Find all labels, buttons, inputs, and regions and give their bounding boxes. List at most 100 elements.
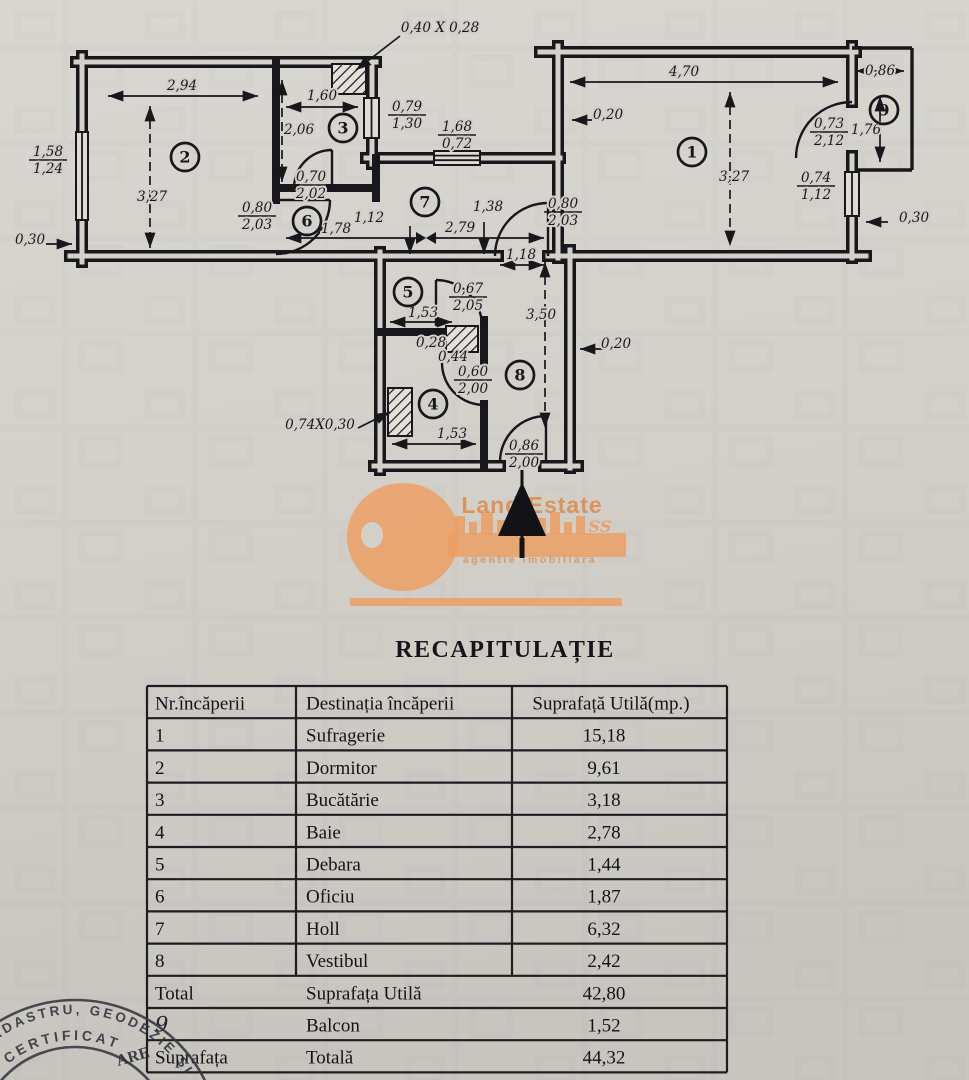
dimension-label: 4,70: [668, 64, 699, 80]
dimension-label: 0,20: [593, 107, 623, 123]
table-cell: Vestibul: [306, 951, 368, 972]
dimension-label: 0,20: [601, 336, 631, 352]
dimension-label: 1,60: [307, 88, 337, 104]
logo-monogram: SS: [589, 517, 612, 536]
dimension-label: 1,38: [473, 199, 503, 215]
dimension-label: 0,44: [438, 349, 468, 365]
opening-width-label: 0,74: [801, 170, 831, 186]
room-number: 4: [427, 395, 438, 414]
table-header-cell: Nr.încăperii: [155, 694, 245, 715]
logo-underline: [350, 598, 622, 606]
room-circle: [169, 141, 201, 173]
opening-height-label: 1,30: [392, 116, 422, 132]
dimension-label: 0,28: [416, 335, 446, 351]
table-header-cell: Destinația încăperii: [306, 694, 454, 715]
opening-height-label: 2,12: [813, 133, 844, 149]
balcony-walls: [852, 46, 914, 172]
room-number: 6: [301, 212, 312, 231]
room-circle: [868, 94, 900, 126]
table-cell: Totală: [306, 1048, 354, 1069]
room-number: 8: [514, 366, 525, 385]
table-cell: 3: [155, 790, 165, 811]
room-circle: [676, 136, 708, 168]
table-cell: Dormitor: [306, 758, 377, 779]
table-cell: Suprafața Utilă: [306, 983, 422, 1004]
opening-height-label: 1,24: [33, 161, 63, 177]
windows: [75, 97, 860, 221]
key-shaft: [448, 533, 626, 557]
key-bow: [347, 483, 459, 591]
dimension-label: 1,12: [354, 210, 384, 226]
opening-width-label: 0,70: [296, 169, 326, 185]
table-cell: Baie: [306, 822, 341, 843]
table-cell: Debara: [306, 855, 361, 876]
table-cell: 3,18: [587, 790, 620, 811]
room-number: 3: [337, 119, 348, 138]
opening-height-label: 2,03: [547, 213, 578, 229]
dimension-label: 3,27: [137, 189, 167, 205]
dimension-label: 1,78: [321, 221, 351, 237]
table-cell: 2: [155, 758, 165, 779]
table-cell: 9,61: [587, 758, 620, 779]
room-number: 9: [878, 101, 889, 120]
table-cell: 6: [155, 887, 165, 908]
recap-title: RECAPITULAȚIE: [395, 637, 615, 664]
dimension-label: 2,94: [166, 78, 197, 94]
dimension-label: 1,53: [437, 426, 467, 442]
opening-width-label: 0,60: [458, 364, 488, 380]
room-circle: [392, 276, 424, 308]
table-cell: 7: [155, 919, 165, 940]
dimension-label: 2,06: [283, 122, 314, 138]
room-circle: [291, 205, 323, 237]
north-arrow-icon: [498, 470, 546, 558]
room-circle: [504, 359, 536, 391]
dimension-label: 0,74X0,30: [285, 417, 355, 433]
exterior-walls: [64, 40, 872, 476]
table-cell: 2,78: [587, 822, 620, 843]
table-header-cell: Suprafață Utilă(mp.): [532, 694, 689, 715]
table-cell: 2,42: [587, 951, 620, 972]
room-circle: [409, 186, 441, 218]
interior-walls: [272, 58, 488, 470]
floor-plan: 0,40 X 0,282,941,602,063,271,781,122,791…: [13, 18, 931, 476]
opening-width-label: 1,58: [33, 144, 63, 160]
dimension-label: 0,30: [15, 232, 45, 248]
table-cell: Sufragerie: [306, 726, 385, 747]
room-number: 2: [179, 148, 190, 167]
table-cell: 42,80: [583, 983, 626, 1004]
table-cell: 1,44: [587, 855, 621, 876]
opening-width-label: 0,86: [509, 438, 539, 454]
opening-height-label: 1,12: [801, 187, 831, 203]
table-cell: 4: [155, 822, 165, 843]
plan-dimension-labels: 0,40 X 0,282,941,602,063,271,781,122,791…: [13, 18, 931, 473]
room-number-badges: 1 2 3 4 5 6 7 8 9: [169, 94, 900, 420]
dimension-label: 0,86: [865, 63, 895, 79]
room-number: 1: [686, 143, 697, 162]
room-number: 7: [419, 193, 430, 212]
table-cell: Holl: [306, 919, 340, 940]
table-cell: Bucătărie: [306, 790, 379, 811]
opening-height-label: 2,05: [452, 298, 483, 314]
room-number: 5: [402, 283, 413, 302]
dimension-label: 1,76: [851, 122, 881, 138]
opening-width-label: 0,80: [242, 200, 272, 216]
opening-width-label: 0,73: [814, 116, 844, 132]
table-cell: Balcon: [306, 1016, 360, 1037]
table-cell: 44,32: [583, 1048, 626, 1069]
doors: [275, 100, 853, 463]
table-cell: 15,18: [583, 726, 626, 747]
opening-height-label: 2,03: [241, 217, 272, 233]
dimension-label: 3,50: [526, 307, 556, 323]
table-cell: 8: [155, 951, 165, 972]
table-cell: Oficiu: [306, 887, 355, 908]
dimension-label: 2,79: [444, 220, 475, 236]
table-cell: 6,32: [587, 919, 620, 940]
dimension-lines: [46, 35, 904, 450]
opening-width-label: 0,79: [392, 99, 422, 115]
dimension-label: 0,40 X 0,28: [401, 20, 480, 36]
table-cell: 1: [155, 726, 165, 747]
opening-width-label: 1,68: [442, 119, 472, 135]
